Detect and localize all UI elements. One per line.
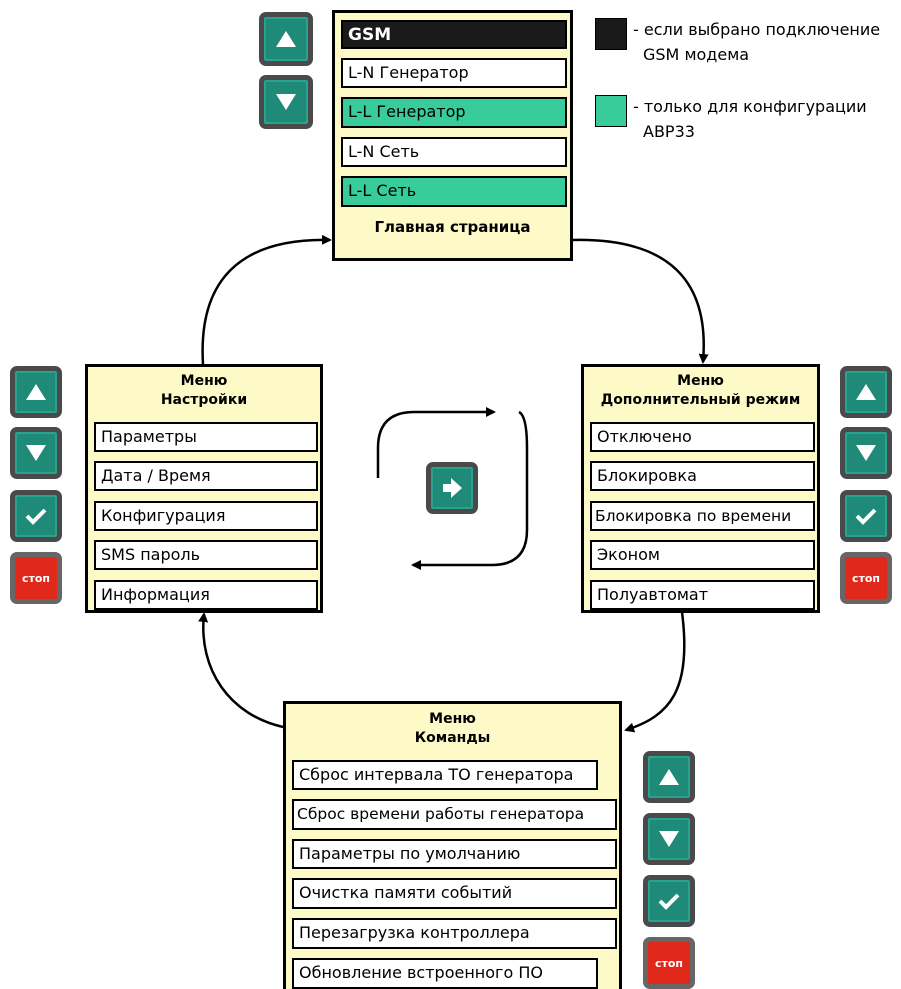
settings-item-date-time: Дата / Время	[94, 461, 318, 491]
main-item-gsm: GSM	[341, 20, 567, 49]
extra-item-timed-blocking: Блокировка по времени	[590, 501, 815, 531]
settings-item-parameters: Параметры	[94, 422, 318, 452]
extra-item-economy: Эконом	[590, 540, 815, 570]
commands-item-reboot-controller: Перезагрузка контроллера	[292, 918, 617, 949]
main-page-panel: GSM L-N Генератор L-L Генератор L-N Сеть…	[332, 10, 573, 261]
commands-menu-title-line2: Команды	[414, 730, 491, 746]
extra-up-button[interactable]	[840, 366, 892, 418]
arrow-main-to-extra	[572, 238, 709, 364]
commands-ok-button[interactable]	[643, 875, 695, 927]
legend-gsm-line1: - если выбрано подключение	[633, 20, 881, 39]
legend-ats-swatch	[595, 95, 627, 127]
arrow-up-icon	[856, 384, 876, 400]
arrow-settings-to-main	[201, 234, 332, 365]
extra-item-semi-auto: Полуавтомат	[590, 580, 815, 610]
checkmark-icon	[25, 508, 47, 525]
cycle-arrow-bottom	[411, 410, 529, 570]
arrow-down-icon	[276, 94, 296, 110]
settings-menu-title-line1: Меню	[180, 373, 228, 389]
extra-item-disabled: Отключено	[590, 422, 815, 452]
arrow-extra-to-commands	[624, 611, 686, 733]
main-up-button[interactable]	[259, 12, 313, 66]
arrow-commands-to-settings	[198, 612, 284, 729]
settings-item-information: Информация	[94, 580, 318, 610]
main-item-ll-mains: L-L Сеть	[341, 176, 567, 207]
commands-item-firmware-update: Обновление встроенного ПО	[292, 958, 598, 989]
arrow-up-icon	[26, 384, 46, 400]
checkmark-icon	[658, 893, 680, 910]
legend-gsm-swatch	[595, 18, 627, 50]
extra-down-button[interactable]	[840, 427, 892, 479]
extra-mode-menu-panel: Меню Дополнительный режим Отключено Блок…	[581, 364, 820, 613]
settings-up-button[interactable]	[10, 366, 62, 418]
arrow-down-icon	[659, 831, 679, 847]
arrow-right-icon	[443, 478, 462, 498]
extra-ok-button[interactable]	[840, 490, 892, 542]
settings-menu-panel: Меню Настройки Параметры Дата / Время Ко…	[85, 364, 323, 613]
extra-item-blocking: Блокировка	[590, 461, 815, 491]
legend-ats-line1: - только для конфигурации	[633, 97, 867, 116]
main-item-ln-generator: L-N Генератор	[341, 58, 567, 88]
extra-mode-menu-title-line2: Дополнительный режим	[600, 392, 801, 408]
arrow-down-icon	[856, 445, 876, 461]
settings-ok-button[interactable]	[10, 490, 62, 542]
commands-down-button[interactable]	[643, 813, 695, 865]
settings-menu-title-line2: Настройки	[160, 392, 248, 408]
commands-menu-title-line1: Меню	[429, 711, 476, 727]
commands-up-button[interactable]	[643, 751, 695, 803]
commands-menu-panel: Меню Команды Сброс интервала ТО генерато…	[283, 701, 622, 989]
commands-item-reset-run-time: Сброс времени работы генератора	[292, 799, 617, 830]
cycle-arrow-top	[376, 407, 496, 478]
main-item-ln-mains: L-N Сеть	[341, 137, 567, 167]
commands-item-default-parameters: Параметры по умолчанию	[292, 839, 617, 869]
main-item-ll-generator: L-L Генератор	[341, 97, 567, 128]
main-down-button[interactable]	[259, 75, 313, 129]
checkmark-icon	[855, 508, 877, 525]
settings-item-configuration: Конфигурация	[94, 501, 318, 531]
main-page-title: Главная страница	[374, 218, 531, 236]
commands-stop-button[interactable]: стоп	[643, 937, 695, 989]
commands-item-clear-event-log: Очистка памяти событий	[292, 878, 617, 909]
next-page-button[interactable]	[426, 462, 478, 514]
arrow-up-icon	[276, 31, 296, 47]
legend-ats-line2: АВР33	[643, 122, 695, 141]
commands-item-reset-service-interval: Сброс интервала ТО генератора	[292, 760, 598, 790]
settings-item-sms-password: SMS пароль	[94, 540, 318, 570]
settings-stop-button[interactable]: стоп	[10, 552, 62, 604]
extra-mode-menu-title-line1: Меню	[677, 373, 724, 389]
arrow-up-icon	[659, 769, 679, 785]
arrow-down-icon	[26, 445, 46, 461]
legend-gsm-line2: GSM модема	[643, 45, 750, 64]
settings-down-button[interactable]	[10, 427, 62, 479]
extra-stop-button[interactable]: стоп	[840, 552, 892, 604]
